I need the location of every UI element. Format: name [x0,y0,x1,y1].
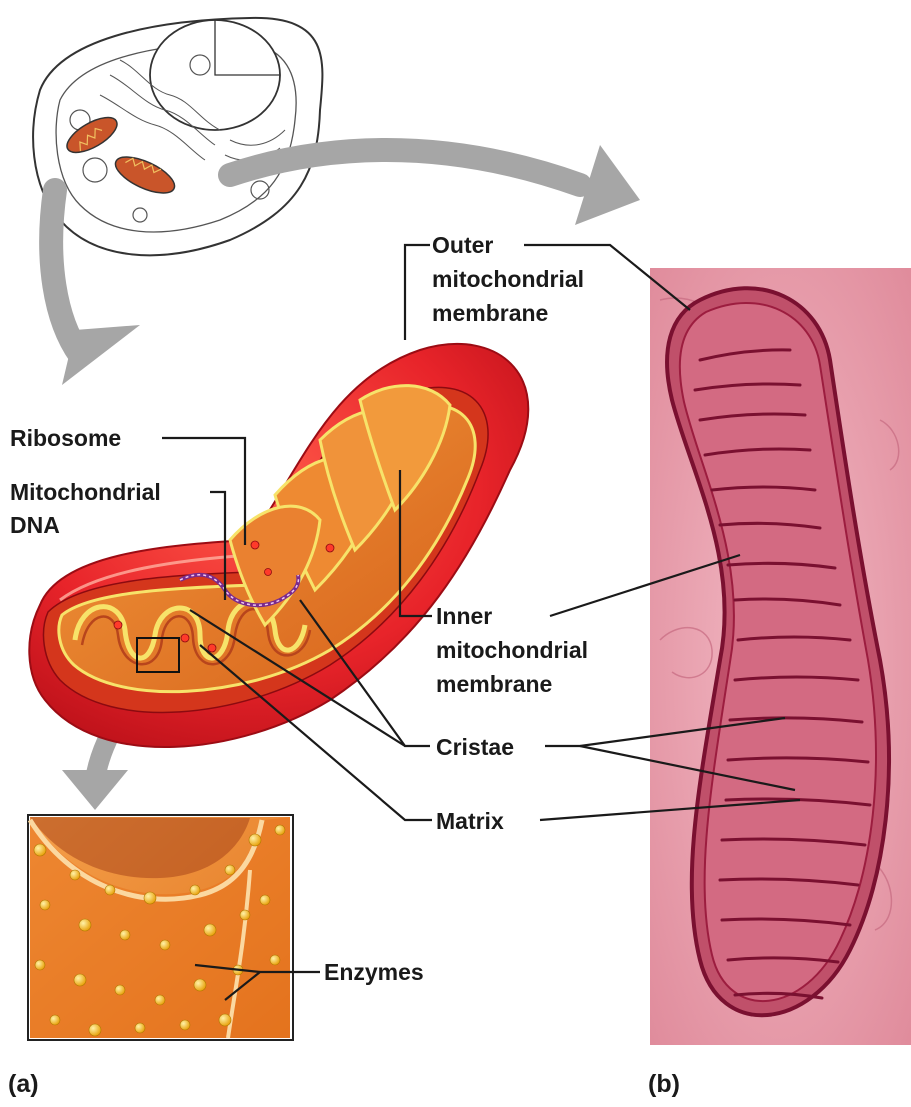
cell-sketch [33,18,322,255]
enzyme-dot [50,1015,60,1025]
enzyme-dot [190,885,200,895]
outer-membrane-line1: Outer [432,232,493,258]
enzyme-dot [89,1024,101,1036]
enzyme-dot [115,985,125,995]
enzyme-dot [34,844,46,856]
enzyme-dot [144,892,156,904]
panel-label-a: (a) [8,1070,39,1098]
enzyme-dot [194,979,206,991]
label-matrix: Matrix [436,808,504,834]
enzyme-dot [74,974,86,986]
label-mitochondrial-dna: Mitochondrial DNA [10,479,161,538]
outer-membrane-line3: membrane [432,300,548,326]
nucleus-sketch [150,20,280,130]
enzyme-dot [120,930,130,940]
enzyme-dot [105,885,115,895]
inner-membrane-line2: mitochondrial [436,637,588,663]
outer-membrane-line2: mitochondrial [432,266,584,292]
mito-dna-line2: DNA [10,512,60,538]
enzyme-dot [180,1020,190,1030]
mito-dna-line1: Mitochondrial [10,479,161,505]
enzyme-dot [135,1023,145,1033]
label-cristae: Cristae [436,734,514,760]
enzyme-dot [225,865,235,875]
panel-label-b: (b) [648,1070,680,1098]
enzyme-dot [160,940,170,950]
enzymes-inset [28,815,293,1040]
electron-micrograph [650,268,911,1045]
label-inner-membrane: Inner mitochondrial membrane [436,603,588,697]
enzyme-dot [70,870,80,880]
enzyme-dot [35,960,45,970]
enzyme-dot [260,895,270,905]
enzyme-dot [40,900,50,910]
inner-membrane-line3: membrane [436,671,552,697]
enzyme-dot [79,919,91,931]
enzyme-dot [155,995,165,1005]
inner-membrane-line1: Inner [436,603,492,629]
enzyme-dot [270,955,280,965]
enzyme-dot [219,1014,231,1026]
enzyme-dot [204,924,216,936]
label-enzymes: Enzymes [324,959,424,985]
enzyme-dot [249,834,261,846]
label-ribosome: Ribosome [10,425,121,451]
enzyme-dot [275,825,285,835]
enzyme-dot [240,910,250,920]
